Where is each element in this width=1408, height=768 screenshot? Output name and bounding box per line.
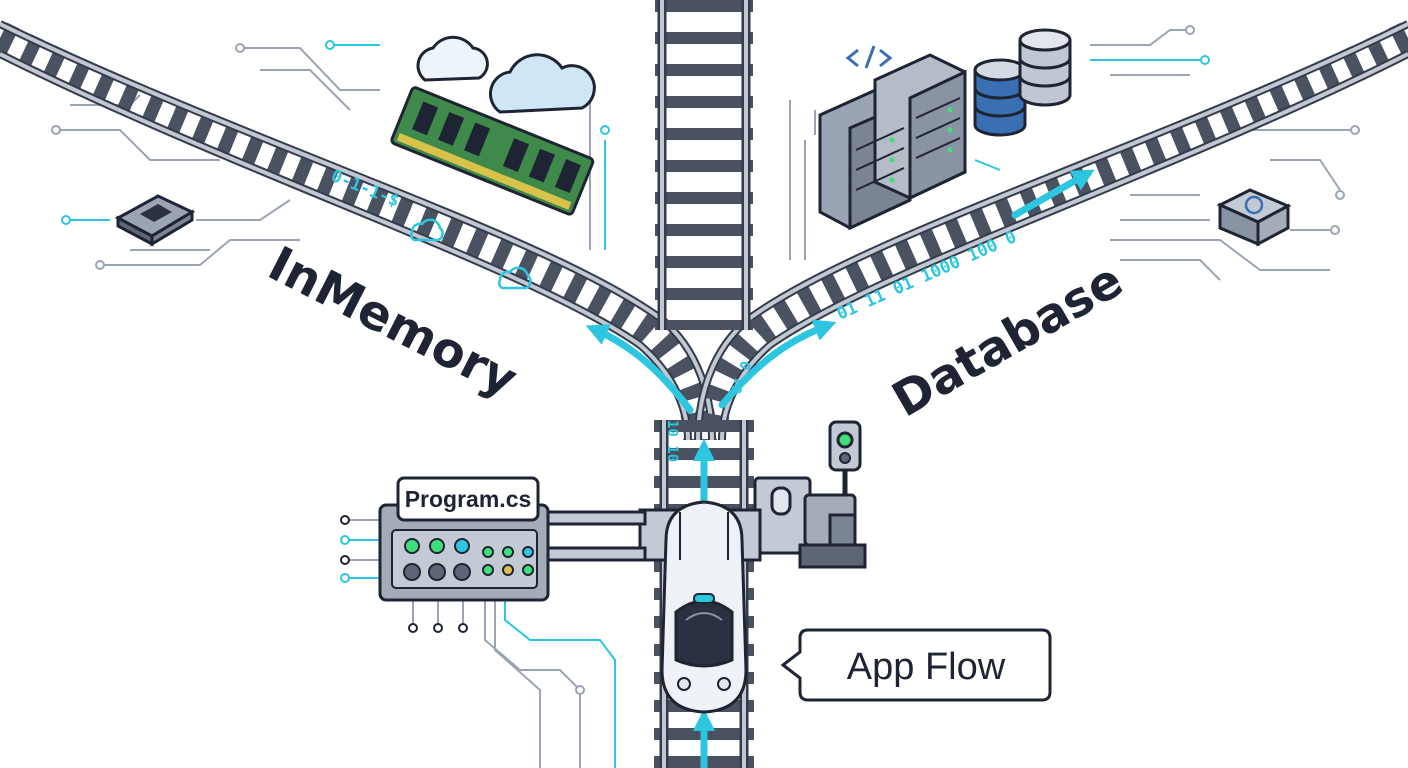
server-rack-icon — [818, 53, 967, 231]
gear-chip-icon — [1216, 188, 1292, 247]
arrow-to-database — [718, 319, 837, 409]
bit-stream-center-a: 10 10 — [664, 420, 680, 462]
program-cs-label-box: Program.cs — [396, 476, 540, 522]
arrow-to-inmemory — [585, 324, 694, 414]
database-icon — [973, 28, 1072, 137]
code-bracket-icon — [845, 45, 893, 69]
circuit-traces — [51, 25, 1360, 768]
arrow-database-track — [1011, 169, 1095, 219]
track-center — [655, 0, 753, 330]
switch-machine — [753, 476, 867, 569]
app-flow-callout: App Flow — [780, 628, 1052, 702]
cloud-icon — [416, 35, 489, 82]
program-cs-label: Program.cs — [405, 486, 532, 512]
flow-arrows — [585, 169, 1095, 768]
cloud-icon — [489, 53, 596, 114]
chip-icon — [114, 194, 196, 247]
ram-module-icon — [390, 86, 595, 216]
control-panel-icon — [378, 503, 647, 602]
app-flow-label: App Flow — [847, 646, 1006, 688]
cloud-glyph-left — [410, 218, 532, 290]
train-icon — [660, 500, 748, 714]
